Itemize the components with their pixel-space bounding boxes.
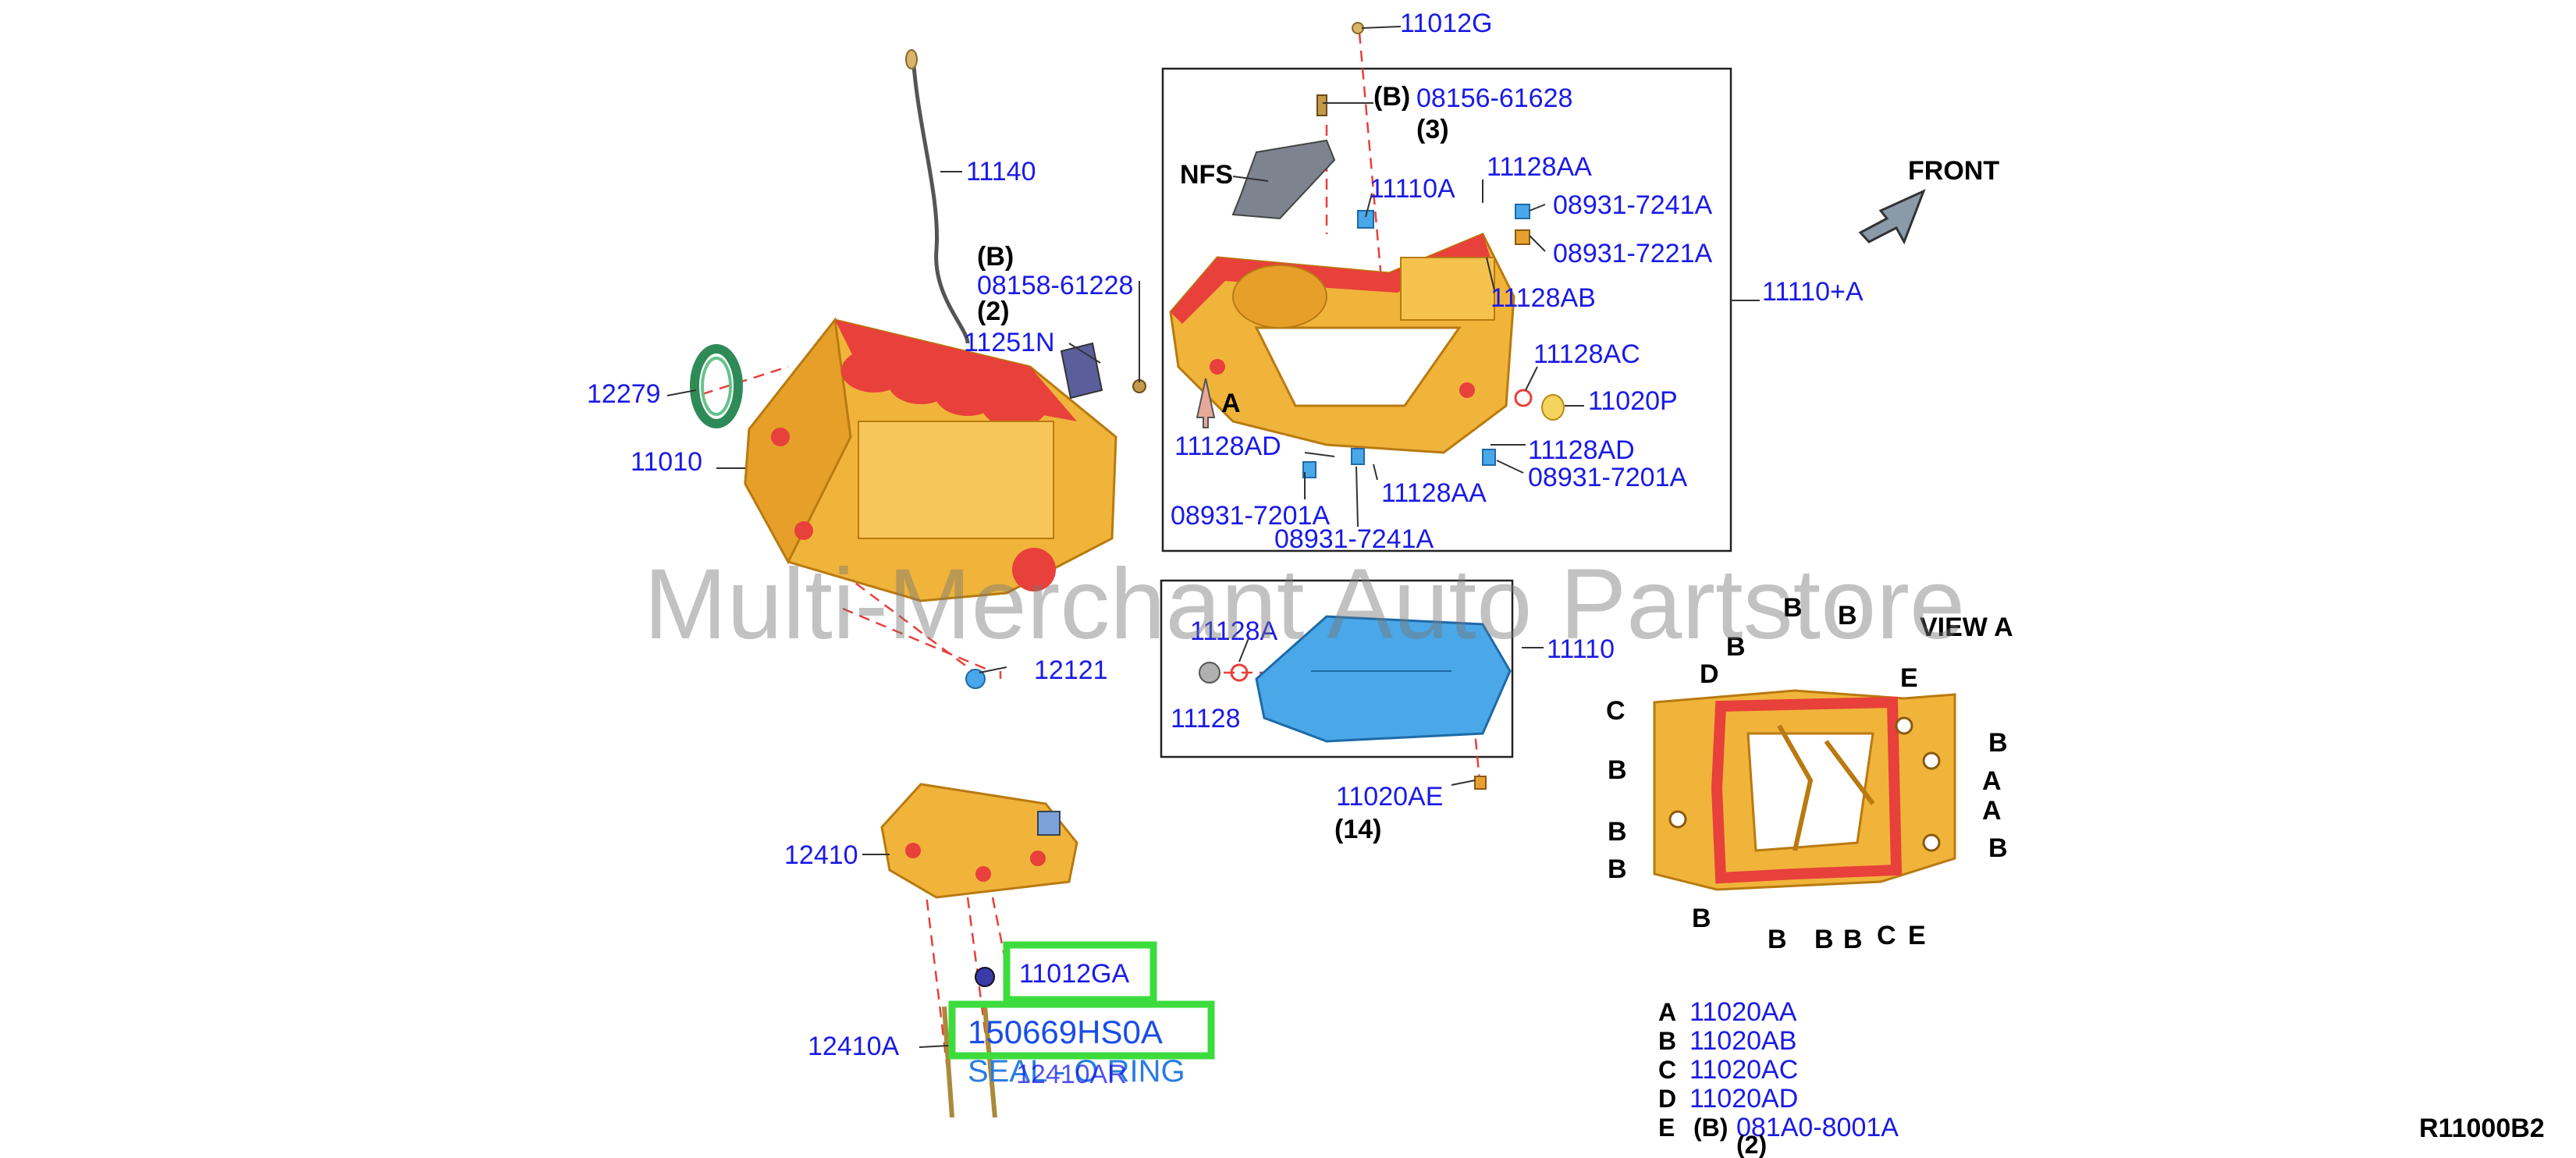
dipstick-illustration [905, 49, 970, 344]
leader-lines [666, 26, 1760, 1048]
label-08931-7201a-right[interactable]: 08931-7201A [1528, 463, 1688, 492]
nfs-bracket-illustration [1231, 139, 1336, 220]
legend-part-081a0-8001a[interactable]: 081A0-8001A [1736, 1113, 1899, 1142]
svg-text:B: B [1988, 833, 2008, 863]
label-qty-3: (3) [1416, 115, 1449, 144]
lower-oil-pan-frame [1160, 579, 1514, 758]
legend-part-11020ac[interactable]: 11020AC [1690, 1055, 1798, 1085]
label-11128aa-top[interactable]: 11128AA [1487, 152, 1592, 182]
svg-text:E: E [1908, 921, 1926, 950]
label-08931-7201a-left[interactable]: 08931-7201A [1171, 501, 1331, 531]
label-150669hs0a[interactable]: 150669HS0A [968, 1014, 1163, 1050]
label-b-upper: (B) [1373, 82, 1410, 112]
view-a-arrow-icon [1196, 378, 1216, 428]
front-arrow-icon [1858, 189, 1926, 245]
label-12410a[interactable]: 12410A [808, 1032, 900, 1061]
lower-oil-pan-illustration [1199, 615, 1512, 790]
label-b-left: (B) [977, 242, 1014, 272]
upper-oil-pan-illustration [1169, 233, 1515, 454]
label-nfs: NFS [1180, 160, 1233, 190]
legend-qty-2: (2) [1736, 1131, 1767, 1158]
plug-12121-illustration [965, 669, 986, 689]
legend-part-11020ad[interactable]: 11020AD [1690, 1084, 1798, 1114]
watermark: Multi-Merchant Auto Partstore [644, 549, 1965, 660]
label-11128ad-right[interactable]: 11128AD [1528, 435, 1635, 465]
svg-text:A: A [1982, 796, 2002, 826]
view-a-illustration [1653, 689, 1956, 891]
label-11110-plus-a[interactable]: 11110+A [1762, 277, 1864, 307]
label-11010[interactable]: 11010 [631, 447, 702, 477]
label-12279[interactable]: 12279 [587, 379, 661, 409]
svg-text:B: B [1608, 854, 1627, 884]
label-11012ga[interactable]: 11012GA [1019, 959, 1129, 989]
legend-part-11020ab[interactable]: 11020AB [1690, 1026, 1796, 1056]
svg-text:B: B [1608, 817, 1627, 847]
svg-text:E: E [1900, 663, 1918, 693]
label-qty-14: (14) [1334, 815, 1381, 844]
label-11128a[interactable]: 11128A [1190, 616, 1277, 646]
diagram-code: R11000B2 [2419, 1114, 2545, 1143]
label-08931-7241a-top[interactable]: 08931-7241A [1553, 190, 1713, 220]
view-a-legend: A 11020AA B 11020AB C 11020AC D 11020AD … [1658, 997, 1899, 1158]
svg-text:B: B [1768, 925, 1787, 954]
legend-key-c: C [1658, 1056, 1676, 1084]
svg-text:B: B [1692, 904, 1711, 933]
highlight-box-150669hs0a [948, 1000, 1215, 1060]
label-view-a: VIEW A [1920, 613, 2013, 642]
svg-text:B: B [1814, 925, 1834, 954]
svg-text:B: B [1726, 632, 1746, 662]
svg-text:D: D [1700, 659, 1719, 689]
label-11128ab[interactable]: 11128AB [1491, 283, 1596, 313]
small-fittings-illustration [1302, 22, 1565, 478]
svg-text:A: A [1982, 766, 2002, 796]
label-11020ae[interactable]: 11020AE [1336, 782, 1443, 812]
label-mark-a: A [1221, 389, 1241, 418]
svg-text:B: B [1988, 728, 2008, 758]
rear-seal-illustration [690, 344, 743, 428]
legend-key-d: D [1658, 1085, 1676, 1113]
label-12410[interactable]: 12410 [784, 840, 858, 870]
label-11128[interactable]: 11128 [1171, 704, 1241, 734]
label-08931-7221a[interactable]: 08931-7221A [1553, 239, 1713, 268]
legend-prefix-b: (B) [1693, 1114, 1728, 1142]
label-12410ar[interactable]: 12410AR [1016, 1060, 1127, 1089]
label-11020p[interactable]: 11020P [1588, 386, 1678, 416]
label-12121[interactable]: 12121 [1034, 655, 1108, 685]
bracket-11251n-illustration [1060, 342, 1146, 400]
label-08158-61228[interactable]: 08158-61228 [977, 271, 1133, 300]
label-11012g[interactable]: 11012G [1400, 9, 1492, 38]
engine-block-illustration [744, 317, 1117, 602]
legend-key-e: E [1658, 1114, 1675, 1142]
label-11128aa-bottom[interactable]: 11128AA [1381, 478, 1487, 508]
label-11128ad-left[interactable]: 11128AD [1174, 432, 1281, 461]
svg-text:C: C [1877, 921, 1896, 950]
ladder-frame-illustration [880, 783, 1078, 1118]
label-08156-61628[interactable]: 08156-61628 [1416, 83, 1572, 113]
label-11128ac[interactable]: 11128AC [1533, 339, 1640, 369]
view-a-letters: B B B D E C B B A A B B B B B B B C E [1606, 593, 2008, 954]
svg-text:B: B [1608, 755, 1627, 785]
label-11110a[interactable]: 11110A [1370, 174, 1455, 204]
label-08931-7241a-bottom[interactable]: 08931-7241A [1274, 524, 1434, 554]
svg-text:C: C [1606, 696, 1626, 726]
label-seal-o-ring: SEAL - O RING [968, 1054, 1185, 1089]
label-11140[interactable]: 11140 [966, 157, 1036, 186]
svg-text:B: B [1843, 925, 1863, 954]
label-qty-2: (2) [977, 297, 1010, 326]
legend-part-11020aa[interactable]: 11020AA [1690, 997, 1797, 1027]
label-front: FRONT [1908, 156, 1999, 186]
label-11251n[interactable]: 11251N [964, 328, 1055, 357]
highlight-box-11012ga [1003, 941, 1157, 1003]
svg-text:B: B [1838, 601, 1857, 631]
legend-key-b: B [1658, 1027, 1676, 1055]
label-11110[interactable]: 11110 [1547, 634, 1615, 664]
upper-oil-pan-frame [1161, 67, 1732, 552]
legend-key-a: A [1658, 998, 1676, 1026]
svg-text:B: B [1783, 593, 1803, 623]
